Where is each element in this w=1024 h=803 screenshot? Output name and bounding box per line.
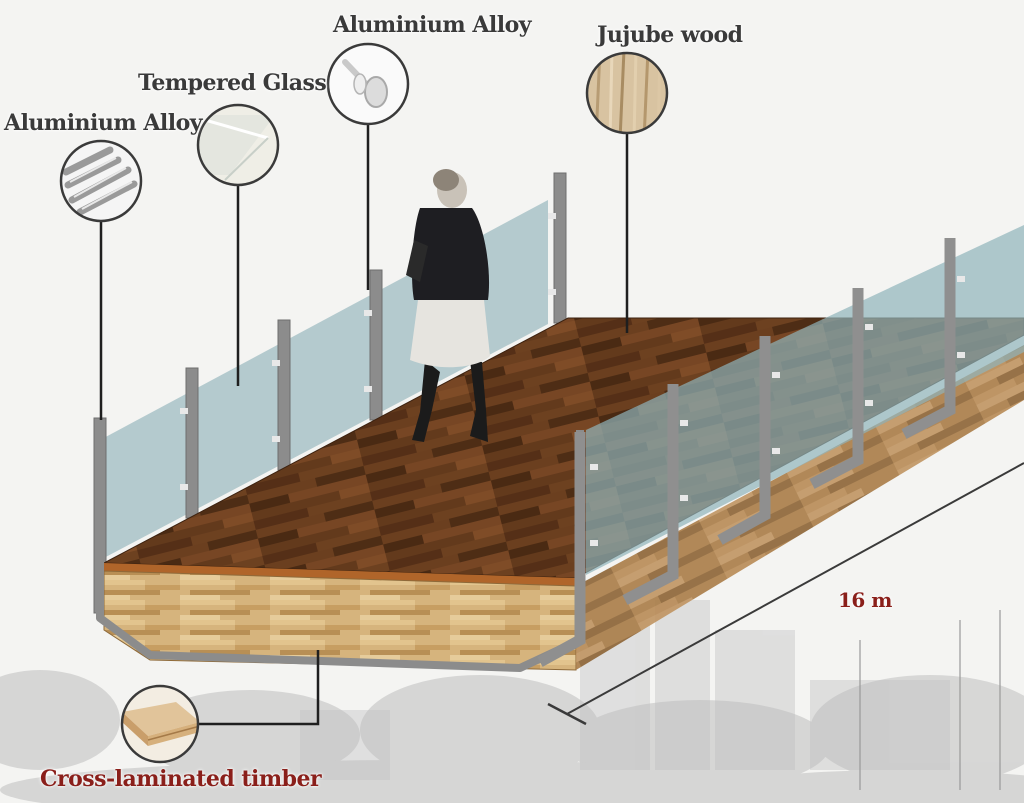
tempered-glass-swatch — [196, 103, 280, 187]
label-aluminium-alloy-left: Aluminium Alloy — [4, 110, 203, 136]
label-tempered-glass: Tempered Glass — [138, 70, 327, 96]
background-scenery — [0, 600, 1024, 803]
label-jujube-wood: Jujube wood — [597, 22, 743, 48]
dimension-line — [547, 462, 1024, 726]
near-clamps — [590, 276, 965, 546]
glass-panel-near — [586, 225, 1024, 575]
near-posts — [537, 238, 956, 667]
aluminium-swatch-left — [59, 139, 143, 223]
jujube-wood-swatch — [585, 51, 669, 135]
callout-leaders — [99, 124, 629, 726]
far-clamps — [180, 213, 556, 490]
deck-edge — [104, 563, 576, 586]
far-posts — [93, 172, 567, 614]
dimension-label: 16 m — [838, 588, 892, 612]
label-cross-laminated-timber: Cross-laminated timber — [40, 766, 322, 792]
label-aluminium-alloy-top: Aluminium Alloy — [333, 12, 532, 38]
walking-woman-figure — [406, 169, 490, 442]
aluminium-swatch-top — [326, 42, 410, 126]
clt-swatch — [120, 684, 200, 764]
